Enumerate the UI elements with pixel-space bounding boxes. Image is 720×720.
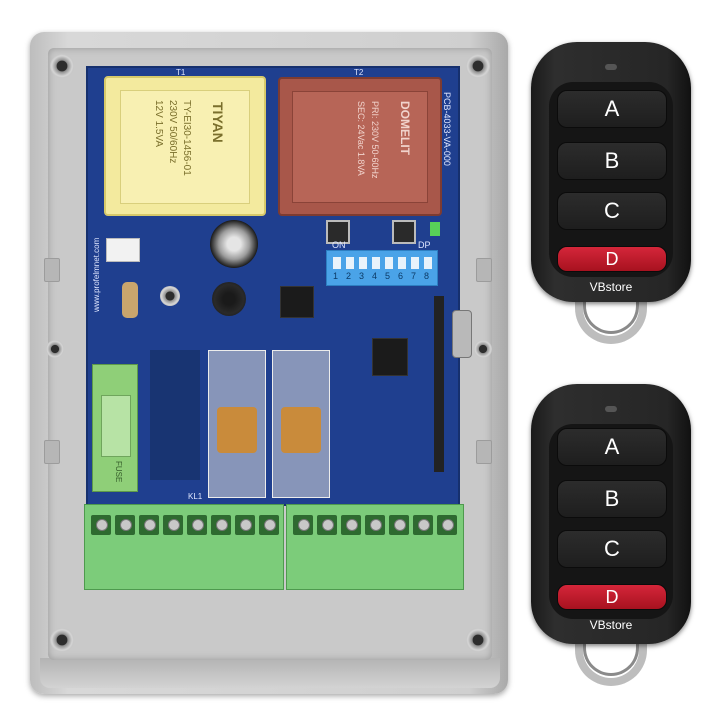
yellow-transformer-core — [120, 90, 250, 204]
side-tab — [476, 258, 492, 282]
board-id: PCB-4033-VA-000 — [442, 92, 452, 166]
fuse-label: FUSE — [114, 461, 123, 483]
remote-button-d[interactable]: D — [557, 246, 667, 272]
remote-button-c[interactable]: C — [557, 192, 667, 230]
transformer-t1-label: T1 — [176, 68, 186, 77]
dip-switch-4[interactable] — [372, 257, 380, 269]
remote-button-b[interactable]: B — [557, 142, 667, 180]
red-transformer-brand: DOMELIT — [398, 101, 412, 155]
dip-switch-1[interactable] — [333, 257, 341, 269]
mount-hole — [46, 340, 64, 358]
resistor — [122, 282, 138, 318]
side-tab — [44, 440, 60, 464]
relay — [208, 350, 266, 498]
board-screw — [160, 286, 180, 306]
side-tab — [44, 258, 60, 282]
yellow-transformer-rating: 230V 50/60Hz — [167, 100, 178, 164]
ic-chip — [280, 286, 314, 318]
remote-button-c[interactable]: C — [557, 530, 667, 568]
push-button — [392, 220, 416, 244]
board-section — [150, 350, 200, 480]
keyring-inner — [583, 278, 639, 334]
remote-button-b[interactable]: B — [557, 480, 667, 518]
remote-button-d[interactable]: D — [557, 584, 667, 610]
remote-led — [605, 406, 617, 412]
dip-number: 2 — [346, 271, 352, 281]
crystal — [452, 310, 472, 358]
red-transformer: DOMELIT PRI: 230V 50-60Hz SEC: 24Vac 1.8… — [278, 77, 442, 216]
fuse-holder: FUSE — [92, 364, 138, 492]
red-transformer-rating: PRI: 230V 50-60Hz — [370, 101, 380, 179]
screw-bottom-right — [466, 628, 490, 652]
remote-button-a[interactable]: A — [557, 90, 667, 128]
pcb-website: www.profelmnet.com — [92, 237, 101, 312]
red-transformer-core — [292, 91, 428, 203]
dip-switch[interactable]: 1 2 3 4 5 6 7 8 — [326, 250, 438, 286]
dip-switch-5[interactable] — [385, 257, 393, 269]
remote-led — [605, 64, 617, 70]
fuse-cover — [101, 395, 131, 457]
dip-number: 8 — [424, 271, 430, 281]
dip-switch-3[interactable] — [359, 257, 367, 269]
screw-top-left — [50, 54, 74, 78]
yellow-transformer-brand: TIYAN — [210, 102, 226, 143]
mount-hole — [474, 340, 492, 358]
side-tab — [476, 440, 492, 464]
keyring-inner — [583, 620, 639, 676]
dip-number: 1 — [333, 271, 339, 281]
remote-control-1: A B C D VBstore — [531, 42, 691, 344]
yellow-transformer: TIYAN TY-EI30-1456-01 230V 50/60Hz 12V 1… — [104, 76, 266, 216]
microcontroller-chip — [372, 338, 408, 376]
capacitor — [210, 220, 258, 268]
remote-brand: VBstore — [589, 280, 633, 294]
screw-top-right — [466, 54, 490, 78]
dip-dp-label: DP — [418, 240, 431, 250]
push-button — [326, 220, 350, 244]
dip-number: 4 — [372, 271, 378, 281]
relay-coil — [217, 407, 257, 453]
remote-control-2: A B C D VBstore — [531, 384, 691, 686]
dip-on-label: ON — [332, 240, 346, 250]
terminal-block-left — [84, 504, 284, 590]
yellow-transformer-model: TY-EI30-1456-01 — [181, 100, 192, 176]
relay-coil — [281, 407, 321, 453]
dip-switch-8[interactable] — [424, 257, 432, 269]
keyring — [575, 616, 647, 686]
relay-label: KL1 — [188, 492, 203, 501]
pin-header — [434, 296, 444, 472]
potentiometer — [212, 282, 246, 316]
led-green — [430, 222, 440, 236]
connector — [106, 238, 140, 262]
dip-switch-6[interactable] — [398, 257, 406, 269]
enclosure-lip — [40, 658, 500, 688]
yellow-transformer-output: 12V 1.5VA — [153, 100, 164, 148]
terminal-block-right — [286, 504, 464, 590]
remote-brand: VBstore — [589, 618, 633, 632]
transformer-t2-label: T2 — [354, 68, 364, 77]
remote-button-a[interactable]: A — [557, 428, 667, 466]
dip-switch-7[interactable] — [411, 257, 419, 269]
dip-number: 3 — [359, 271, 365, 281]
dip-number: 7 — [411, 271, 417, 281]
red-transformer-output: SEC: 24Vac 1.8VA — [356, 101, 366, 176]
dip-switch-2[interactable] — [346, 257, 354, 269]
dip-number: 5 — [385, 271, 391, 281]
keyring — [575, 274, 647, 344]
dip-number: 6 — [398, 271, 404, 281]
relay — [272, 350, 330, 498]
screw-bottom-left — [50, 628, 74, 652]
